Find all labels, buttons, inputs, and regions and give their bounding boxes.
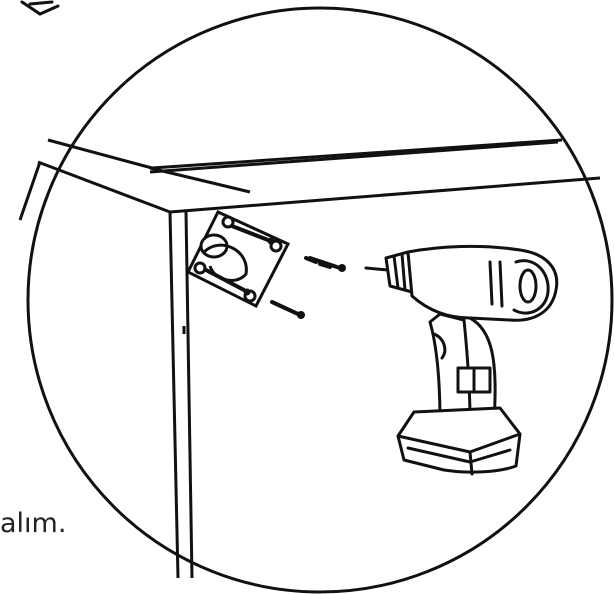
corner-bracket-mark <box>20 0 60 16</box>
cordless-drill <box>364 244 559 476</box>
detail-circle <box>26 6 614 594</box>
guide-dashes <box>304 256 332 269</box>
bracket-screws <box>204 224 275 296</box>
screw-lower <box>270 300 305 319</box>
mounting-bracket <box>185 210 291 309</box>
caption-fragment: alım. <box>0 508 67 539</box>
cabinet <box>18 138 601 579</box>
